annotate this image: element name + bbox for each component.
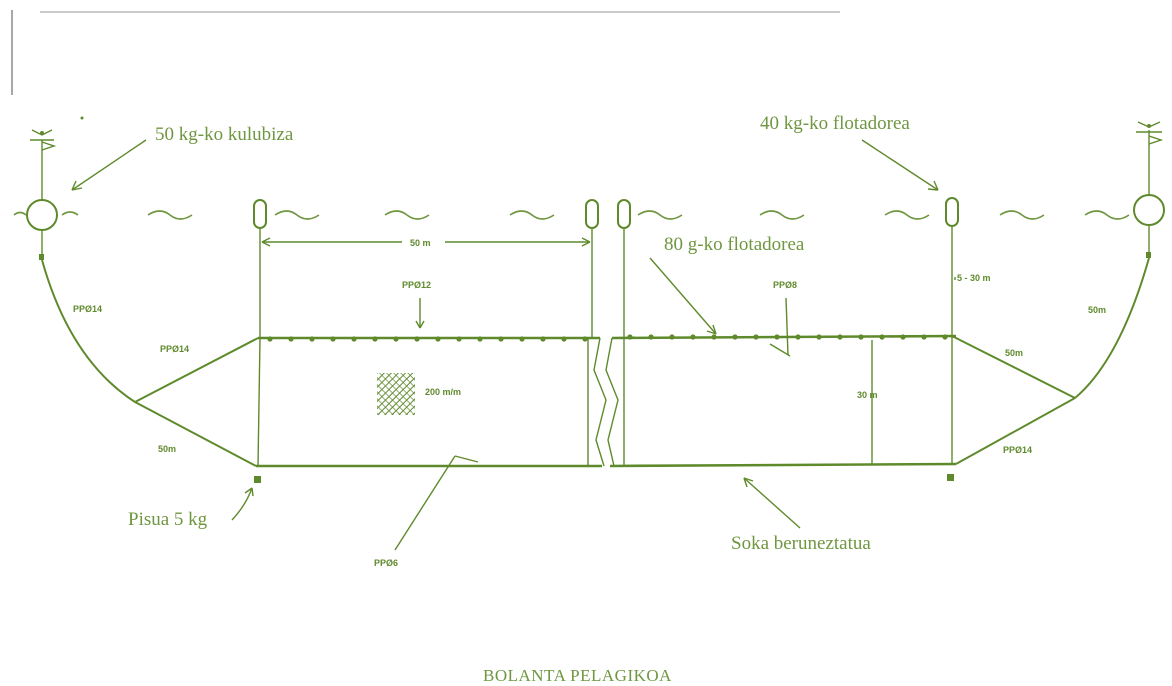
small-float [456, 336, 462, 342]
pointer-arrows [71, 139, 956, 551]
right-bridles [951, 257, 1150, 465]
label-float-80g: 80 g-ko flotadorea [664, 234, 805, 255]
wave [509, 210, 555, 220]
span-dimension [261, 237, 591, 247]
wave [999, 210, 1045, 220]
small-float [774, 334, 780, 340]
small-float [309, 336, 315, 342]
mesh-swatch [377, 373, 415, 415]
label-right-curve-50m: 50m [1088, 305, 1106, 315]
wave [759, 210, 805, 220]
small-float [582, 336, 588, 342]
small-float [921, 334, 927, 340]
small-float [879, 334, 885, 340]
label-left-50m: 50m [158, 444, 176, 454]
sea-surface-waves [13, 210, 1130, 220]
net-break-left [593, 337, 607, 467]
small-float [711, 334, 717, 340]
label-buoy-50kg: 50 kg-ko kulubiza [155, 124, 294, 145]
small-float [330, 336, 336, 342]
wave [1084, 210, 1130, 220]
small-float [858, 334, 864, 340]
small-float [900, 334, 906, 340]
label-weight: Pisua 5 kg [128, 509, 208, 530]
weight-left-marker [254, 476, 261, 483]
wave [147, 210, 193, 220]
label-pp-12: PPØ12 [402, 280, 431, 290]
diagram-caption: BOLANTA PELAGIKOA [483, 666, 672, 685]
label-pp-8: PPØ8 [773, 280, 797, 290]
label-pp-14-right-lower: PPØ14 [1003, 445, 1032, 455]
net-panel-left [256, 337, 602, 468]
small-float [690, 334, 696, 340]
small-floats [267, 334, 948, 342]
label-pp-14-left-upper: PPØ14 [160, 344, 189, 354]
label-height-30m: 30 m [857, 390, 878, 400]
label-leaded-rope: Soka beruneztatua [731, 533, 871, 554]
wave [637, 210, 683, 220]
left-marker-buoy [26, 116, 84, 260]
label-depth-5-30: 5 - 30 m [957, 273, 991, 283]
small-float [561, 336, 567, 342]
small-float [837, 334, 843, 340]
label-pp-6: PPØ6 [374, 558, 398, 568]
small-float [498, 336, 504, 342]
small-float [648, 334, 654, 340]
small-float [351, 336, 357, 342]
label-pp-14-left-curve: PPØ14 [73, 304, 102, 314]
net-break-right [605, 337, 619, 467]
wave [884, 210, 930, 220]
small-float [816, 334, 822, 340]
float-lines [259, 226, 953, 338]
label-float-40kg: 40 kg-ko flotadorea [760, 113, 910, 134]
small-float [795, 334, 801, 340]
head-rope-right [611, 334, 957, 340]
small-float [393, 336, 399, 342]
wave [13, 211, 27, 216]
small-float [732, 334, 738, 340]
small-float [477, 336, 483, 342]
small-float [372, 336, 378, 342]
small-float [267, 336, 273, 342]
small-float [435, 336, 441, 342]
label-span-50m: 50 m [410, 238, 431, 248]
small-float [942, 334, 948, 340]
small-float [753, 334, 759, 340]
small-float [627, 334, 633, 340]
small-float [288, 336, 294, 342]
surface-floats [253, 197, 959, 229]
wave [384, 210, 430, 220]
small-float [519, 336, 525, 342]
label-mesh: 200 m/m [425, 387, 461, 397]
left-bridles [41, 259, 259, 467]
wave [61, 211, 79, 216]
wave [274, 210, 320, 220]
net-panel-right [609, 336, 957, 468]
small-float [414, 336, 420, 342]
small-float [669, 334, 675, 340]
label-right-upper-50m: 50m [1005, 348, 1023, 358]
small-float [540, 336, 546, 342]
weight-right-marker [947, 474, 954, 481]
right-marker-buoy [1133, 121, 1165, 258]
